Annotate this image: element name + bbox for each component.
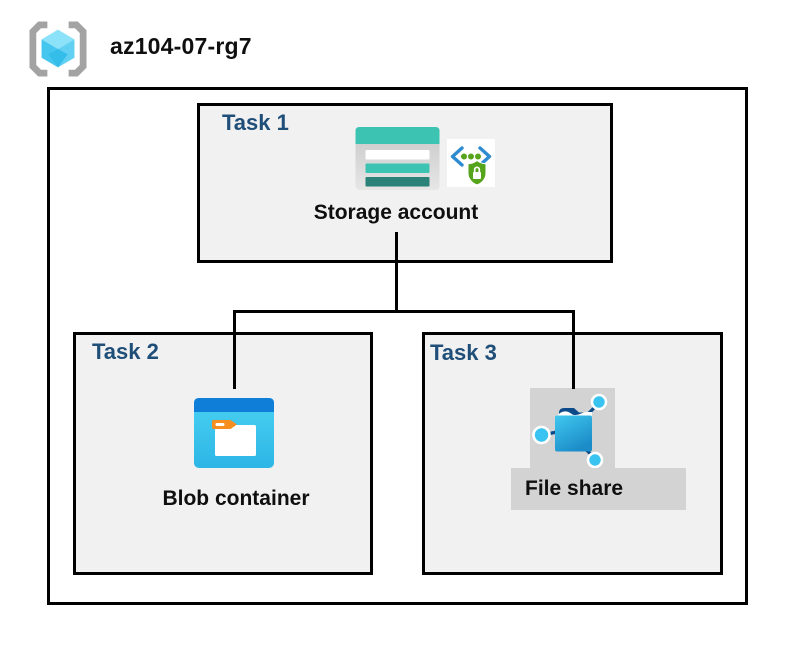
code-security-lock-icon [447, 139, 495, 187]
storage-account-label: Storage account [313, 201, 479, 224]
connector-storage-stem [395, 232, 398, 313]
blob-container-icon [194, 398, 274, 468]
blob-container-label: Blob container [162, 487, 310, 510]
task1-label: Task 1 [222, 110, 289, 135]
resource-group-icon [29, 21, 87, 77]
connector-to-blob-container [233, 310, 236, 389]
task3-label: Task 3 [430, 340, 497, 365]
connector-branch-horizontal [233, 310, 575, 313]
storage-account-icon [355, 127, 440, 190]
resource-group-title: az104-07-rg7 [110, 33, 252, 59]
file-share-label: File share [511, 468, 686, 510]
file-share-icon [532, 393, 608, 469]
task2-label: Task 2 [92, 339, 159, 364]
connector-to-file-share [572, 310, 575, 389]
